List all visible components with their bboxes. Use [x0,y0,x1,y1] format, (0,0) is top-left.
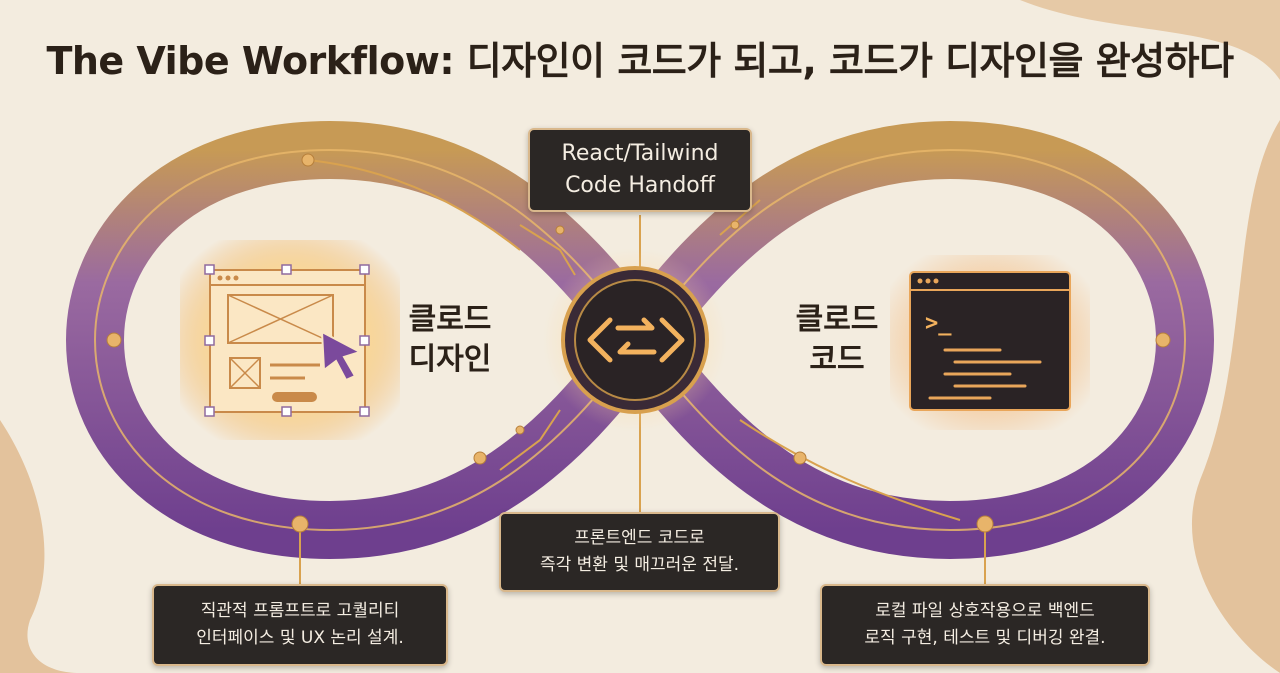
code-caption-line1: 로컬 파일 상호작용으로 백엔드 [875,601,1095,621]
frontend-caption-line1: 프론트엔드 코드로 [574,528,705,548]
code-handoff-line2: Code Handoff [565,173,715,198]
code-swap-icon [587,317,685,363]
claude-code-line1: 클로드 [795,302,879,337]
terminal-window-icon: >_ [909,271,1071,411]
circuit-nodes [106,153,1171,533]
claude-design-line1: 클로드 [408,302,492,337]
code-caption-line2: 로직 구현, 테스트 및 디버깅 완결. [864,628,1106,648]
cursor-icon [320,330,363,382]
page-title: The Vibe Workflow: 디자인이 코드가 되고, 코드가 디자인을… [46,39,1234,83]
design-caption-line2: 인터페이스 및 UX 논리 설계. [196,628,404,648]
claude-design-line2: 디자인 [408,342,492,377]
code-handoff-label: React/Tailwind Code Handoff [528,128,752,212]
center-hub-inner [574,279,696,401]
frontend-caption-line2: 즉각 변환 및 매끄러운 전달. [539,555,740,575]
design-window-icon [204,264,370,417]
design-caption-box: 직관적 프롬프트로 고퀄리티 인터페이스 및 UX 논리 설계. [152,584,448,666]
terminal-prompt: >_ [925,311,952,336]
claude-code-line2: 코드 [809,342,865,377]
bg-blob-bottomleft [0,420,80,673]
claude-design-label: 클로드 디자인 [385,300,515,380]
bg-blob-topright [1020,0,1280,80]
code-caption-box: 로컬 파일 상호작용으로 백엔드 로직 구현, 테스트 및 디버깅 완결. [820,584,1150,666]
bg-blob-right [1191,120,1280,673]
code-handoff-line1: React/Tailwind [561,141,719,166]
claude-code-label: 클로드 코드 [772,300,902,380]
design-caption-line1: 직관적 프롬프트로 고퀄리티 [200,601,400,621]
frontend-caption-box: 프론트엔드 코드로 즉각 변환 및 매끄러운 전달. [499,512,780,592]
